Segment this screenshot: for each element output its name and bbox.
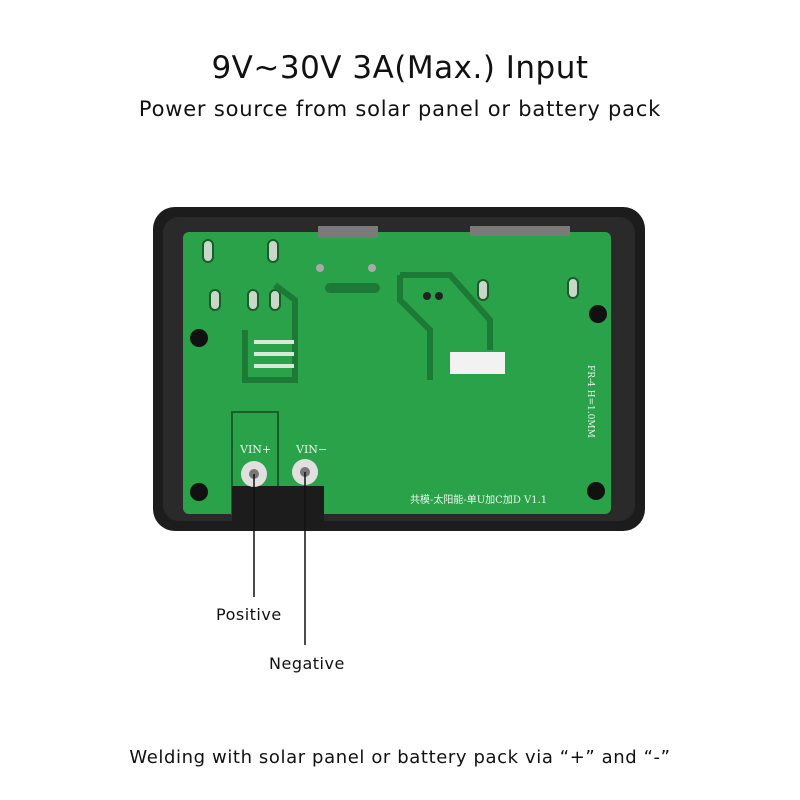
trace-left	[242, 282, 298, 383]
screw-bottom-left	[190, 483, 208, 501]
via-2	[435, 292, 443, 300]
heading-title: 9V~30V 3A(Max.) Input	[211, 50, 589, 86]
white-pad	[450, 352, 505, 374]
silkscreen-version: 共模-太阳能-单U加C加D V1.1	[410, 493, 547, 506]
callout-negative: Negative	[269, 654, 345, 673]
screw-top-left	[190, 329, 208, 347]
via-4	[368, 264, 376, 272]
top-header	[470, 226, 570, 236]
vin-minus-label: VIN−	[295, 443, 327, 456]
footer-note: Welding with solar panel or battery pack…	[129, 747, 671, 768]
via-1	[423, 292, 431, 300]
slot-pads	[202, 239, 579, 311]
trace-center	[397, 272, 493, 380]
pcb-board	[183, 232, 611, 514]
screw-top-right	[589, 305, 607, 323]
heading-subtitle: Power source from solar panel or battery…	[138, 97, 662, 121]
usb-connector	[318, 226, 378, 238]
screw-bottom-right	[587, 482, 605, 500]
via-3	[316, 264, 324, 272]
vin-plus-label: VIN+	[239, 443, 271, 456]
via-grid	[254, 340, 294, 368]
silkscreen-side: FR-4 H=1.0MM	[585, 365, 595, 438]
callout-positive: Positive	[216, 605, 282, 624]
terminal-cutout	[232, 486, 324, 522]
